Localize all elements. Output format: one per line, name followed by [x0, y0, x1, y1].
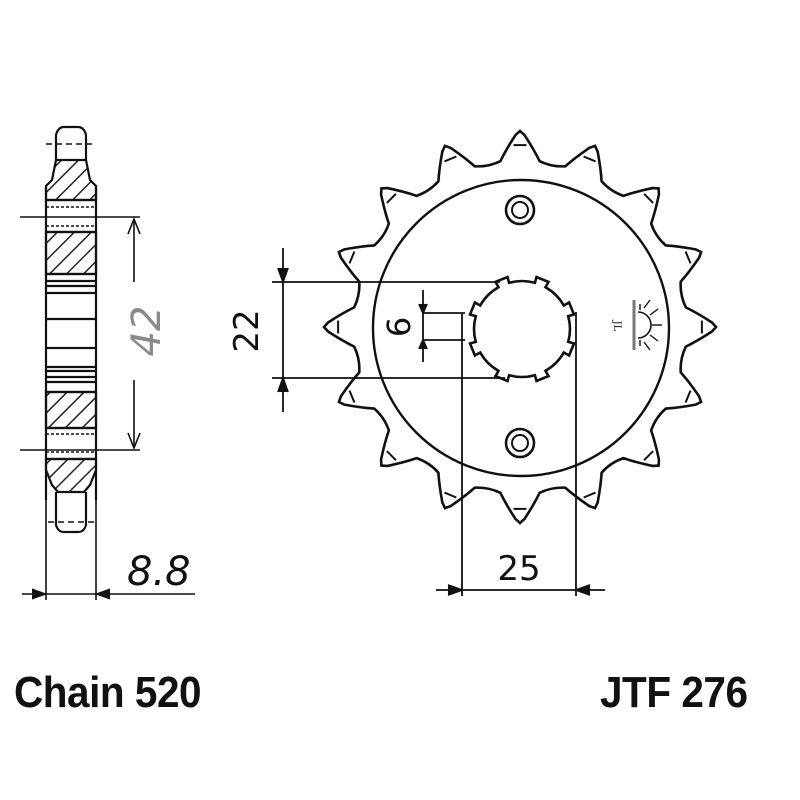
- dim-42-label: 42: [124, 306, 170, 357]
- dim-6-label: 6: [380, 317, 418, 337]
- dim-25-label: 25: [497, 549, 540, 589]
- part-number-label: JTF 276: [600, 668, 748, 717]
- dim-thickness-label: 8.8: [127, 549, 191, 595]
- sun-on-surface-icon: JL: [611, 299, 662, 351]
- tooth-tip-chord: [386, 450, 397, 461]
- tooth-tip-chord: [583, 491, 596, 499]
- dim-22-label: 22: [227, 309, 267, 352]
- tooth-tip-chord: [386, 193, 397, 204]
- front-dimensions: [272, 248, 605, 596]
- tooth-tip-chord: [444, 155, 457, 163]
- hub-circle: [371, 178, 671, 478]
- tooth-tip-chord: [643, 193, 654, 204]
- chain-label: Chain 520: [14, 668, 202, 717]
- tooth-tip-chord: [444, 491, 457, 499]
- side-tooth-top: [54, 125, 88, 160]
- tooth-tip-chord: [348, 390, 356, 403]
- bolt-hole-bottom: [504, 427, 536, 459]
- tooth-tip-chord: [684, 390, 692, 403]
- sprocket-teeth-outline: [322, 129, 718, 525]
- bolt-hole-top: [504, 194, 536, 226]
- side-tooth-bottom: [54, 492, 88, 534]
- side-view: [20, 125, 195, 600]
- svg-text:JL: JL: [611, 320, 622, 332]
- spline-hole: [468, 275, 576, 383]
- tooth-tip-chord: [583, 155, 596, 163]
- tooth-tip-chord: [643, 450, 654, 461]
- front-view: [322, 129, 718, 525]
- tooth-tip-chord: [684, 251, 692, 264]
- tooth-tip-chord: [348, 251, 356, 264]
